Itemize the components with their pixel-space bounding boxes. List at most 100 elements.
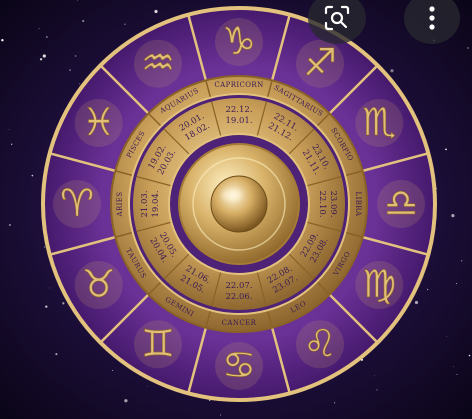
star — [426, 288, 429, 291]
star — [62, 302, 65, 305]
date-label: 21.03. — [140, 190, 150, 217]
sign-dividers — [49, 14, 429, 394]
more-vertical-icon — [429, 6, 435, 30]
star — [146, 386, 148, 387]
star — [334, 402, 336, 404]
svg-text:♍: ♍ — [362, 262, 396, 306]
svg-text:♏: ♏ — [362, 100, 396, 144]
sign-divider — [270, 327, 291, 394]
star — [219, 414, 221, 416]
star — [154, 9, 158, 14]
sagittarius-archer-icon: ♐ — [296, 39, 344, 88]
star — [8, 129, 10, 131]
star — [390, 69, 394, 73]
star — [31, 174, 34, 177]
date-divider — [306, 175, 342, 187]
date-divider — [256, 271, 268, 307]
date-divider — [163, 128, 190, 155]
capricorn-goat-icon: ♑ — [215, 18, 263, 66]
star — [451, 214, 455, 218]
svg-text:♌: ♌ — [303, 321, 337, 365]
name-divider — [205, 310, 212, 328]
svg-text:♎: ♎ — [384, 181, 418, 225]
svg-text:♑: ♑ — [222, 19, 256, 63]
sign-divider — [362, 152, 429, 173]
name-divider — [266, 310, 273, 328]
star — [49, 287, 50, 289]
date-divider — [210, 101, 222, 137]
star — [456, 373, 458, 375]
star — [376, 389, 378, 391]
leo-lion-icon: ♌ — [296, 320, 344, 369]
star — [124, 399, 128, 403]
date-label: 23.09. — [328, 190, 338, 217]
sign-dates-libra: 23.09.22.10. — [317, 190, 338, 217]
name-divider — [205, 80, 212, 98]
date-label: 19.01. — [225, 116, 252, 126]
sign-divider — [49, 152, 116, 173]
taurus-bull-icon: ♉ — [74, 261, 123, 309]
sign-name-cancer: CANCER — [222, 319, 257, 327]
name-divider — [316, 281, 331, 296]
star — [467, 47, 469, 49]
name-divider — [345, 231, 363, 238]
sign-divider — [328, 64, 379, 115]
date-divider — [288, 253, 315, 280]
name-dividers — [115, 80, 363, 328]
center-groove — [192, 157, 286, 251]
aquarius-water-bearer-icon: ♒ — [134, 39, 182, 88]
date-divider — [210, 271, 222, 307]
hub-highlight — [222, 189, 242, 201]
star — [77, 0, 79, 1]
sign-divider — [362, 235, 429, 256]
date-label: 22.10. — [317, 190, 327, 217]
star — [1, 39, 4, 42]
date-divider — [136, 221, 172, 233]
sign-dates-aries: 21.03.19.04. — [140, 190, 161, 217]
date-divider — [288, 128, 315, 155]
cancer-crab-icon: ♋ — [215, 342, 263, 390]
star — [79, 83, 81, 85]
sign-divider — [328, 293, 379, 344]
virgo-maiden-icon: ♍ — [355, 261, 404, 309]
star — [461, 260, 463, 262]
star — [124, 23, 126, 25]
sign-divider — [187, 327, 208, 394]
sign-divider — [270, 14, 291, 81]
name-divider — [345, 170, 363, 177]
pisces-fish-icon: ♓ — [74, 99, 123, 147]
svg-text:♒: ♒ — [141, 41, 175, 85]
image-search-icon — [324, 5, 350, 31]
star — [82, 19, 85, 23]
name-divider — [147, 112, 162, 127]
sign-name-capricorn: CAPRICORN — [214, 81, 263, 89]
sign-divider — [99, 64, 150, 115]
star — [42, 54, 46, 58]
star — [374, 375, 375, 376]
sign-divider — [49, 235, 116, 256]
star — [453, 366, 454, 367]
sign-divider — [187, 14, 208, 81]
star — [46, 36, 48, 38]
star — [38, 28, 40, 30]
sign-name-aries: ARIES — [116, 192, 124, 218]
date-dividers — [136, 101, 342, 307]
star — [43, 246, 46, 248]
star — [11, 143, 13, 145]
star — [55, 353, 58, 356]
star — [112, 369, 114, 371]
sign-name-libra: LIBRA — [354, 192, 362, 217]
svg-text:♈: ♈ — [60, 181, 94, 225]
star — [39, 58, 43, 61]
name-divider — [316, 112, 331, 127]
svg-text:♓: ♓ — [82, 100, 116, 144]
image-search-button[interactable] — [308, 0, 366, 44]
svg-text:♊: ♊ — [141, 321, 175, 365]
svg-text:♋: ♋ — [222, 343, 256, 387]
more-options-button[interactable] — [404, 0, 460, 44]
date-label: 22.12. — [225, 105, 252, 115]
name-divider — [115, 170, 133, 177]
libra-scales-icon: ♎ — [377, 180, 425, 228]
sign-divider — [99, 293, 150, 344]
